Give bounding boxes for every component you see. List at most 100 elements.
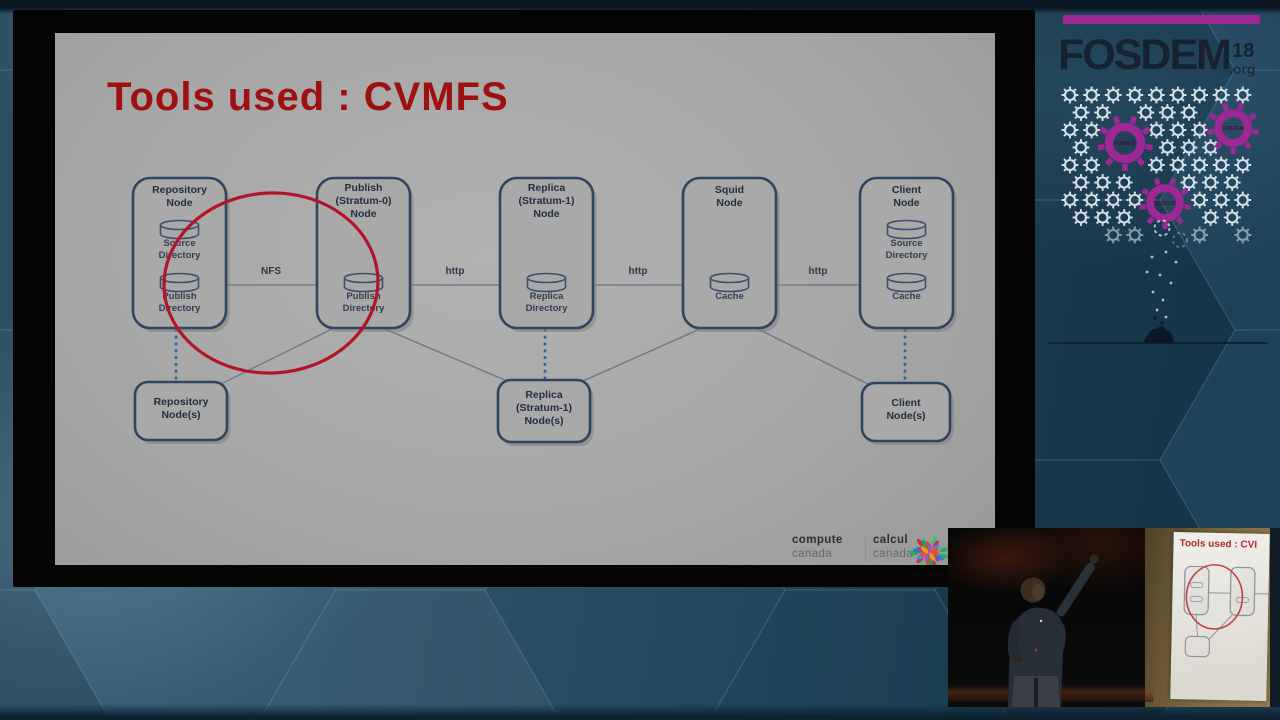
compute-canada-word: calcul (873, 534, 909, 546)
gear-text: FOSDEM (1222, 126, 1243, 132)
gear-icon (1061, 121, 1079, 139)
gear-icon (1212, 86, 1230, 104)
hexagon-tile (0, 589, 111, 720)
gear-icon (1159, 139, 1176, 156)
debris-dot (1151, 290, 1155, 294)
fosdem-gear-icon: FOSDEM (1096, 115, 1154, 171)
gear-icon (1169, 121, 1187, 139)
gear-text: FOSDEM (1154, 201, 1175, 207)
node-title-line: Replica (525, 389, 563, 401)
gear-icon (1180, 139, 1198, 156)
gear-icon (1148, 86, 1165, 104)
gear-text: FOSDEM (1114, 141, 1135, 147)
gear-icon (1180, 104, 1198, 121)
gear-icon (1104, 226, 1122, 244)
red-circle-annotation (162, 191, 380, 375)
node-item-label: Replica (530, 291, 565, 302)
gear-icon (1126, 191, 1144, 209)
compute-canada-starburst-icon (909, 536, 949, 565)
gear-icon (1180, 174, 1198, 191)
fosdem-gear-icon: FOSDEM (1138, 177, 1192, 230)
lapel-mic-icon (1039, 619, 1043, 623)
projected-slide-diagram (1183, 564, 1269, 658)
debris-dot (1150, 255, 1154, 259)
debris-dot (1153, 316, 1157, 320)
gear-icon (1169, 156, 1187, 174)
debris-dot (1169, 281, 1173, 285)
starburst-petal (935, 554, 944, 561)
node-title-line: (Stratum-1) (516, 402, 572, 414)
gear-icon (1061, 86, 1079, 104)
edge-label: http (809, 266, 828, 277)
gear-icon (1061, 191, 1079, 209)
node-title-line: Replica (528, 182, 566, 194)
debris-dot (1161, 298, 1165, 302)
edge-squid-node-replica-nodes (582, 328, 701, 382)
edge-repository-node-publish-node: NFS (226, 266, 317, 286)
mini-red-circle (1185, 564, 1244, 630)
starburst-petal (920, 546, 929, 554)
gear-icon (1126, 86, 1144, 104)
speaker-silhouette (1007, 554, 1099, 707)
gear-icon (1212, 156, 1230, 174)
node-item-label: Directory (159, 303, 201, 314)
debris-dot (1158, 273, 1162, 277)
fosdem-year: 18 (1232, 40, 1255, 62)
node-item-label: Publish (162, 291, 197, 302)
starburst-petal (916, 538, 924, 547)
starburst-petal (927, 543, 932, 553)
compute-canada-logo: compute canada calcul canada (785, 525, 995, 565)
speaker-video-inset: Tools used : CVI (948, 528, 1280, 707)
node-item-label: Cache (715, 291, 744, 302)
node-item-label: Source (890, 238, 922, 249)
node-title-line: Client (892, 184, 922, 196)
gear-icon (1234, 156, 1252, 174)
node-item-label: Cache (892, 291, 921, 302)
node-title-line: (Stratum-0) (335, 195, 391, 207)
gear-icon (1234, 86, 1252, 104)
node-title-line: Repository (154, 396, 209, 408)
starburst-petal (939, 547, 949, 553)
node-item-label: Directory (886, 250, 928, 261)
gear-icon (1191, 121, 1208, 139)
gear-icon (1191, 226, 1208, 244)
edge-publish-node-replica-node: http (410, 266, 500, 286)
node-title-line: (Stratum-1) (518, 195, 574, 207)
gear-icon (1223, 209, 1241, 226)
edge-label: http (629, 266, 648, 277)
gear-icon (1072, 174, 1090, 191)
gear-icon (1072, 104, 1090, 121)
node-title-line: Client (891, 397, 921, 409)
starburst-petal (929, 552, 936, 561)
node-item-label: Publish (346, 291, 381, 302)
edge-publish-node-replica-nodes (384, 328, 508, 382)
starburst-petal (931, 560, 938, 565)
fosdem-accent-bar (1063, 15, 1260, 24)
edge-squid-node-client-node: http (776, 266, 860, 286)
node-title-line: Node (533, 208, 559, 220)
hexagon-tile (709, 589, 1011, 720)
compute-canada-word: canada (873, 548, 914, 560)
gear-icon (1094, 104, 1111, 121)
compute-canada-word: canada (792, 548, 833, 560)
gear-icon (1191, 191, 1208, 209)
node-item-label: Directory (159, 250, 201, 261)
node-title-line: Node (166, 197, 192, 209)
node-title-line: Node(s) (886, 410, 925, 422)
gear-icon (1061, 156, 1079, 174)
gear-icon (1191, 86, 1208, 104)
edge-squid-node-client-nodes (757, 328, 869, 385)
debris-dot (1164, 315, 1168, 319)
fosdem-tld: .org (1229, 61, 1256, 77)
node-replica-nodes: Replica(Stratum-1)Node(s) (496, 378, 594, 446)
edge-label: NFS (261, 266, 281, 277)
gear-icon (1104, 191, 1122, 209)
fosdem-logo-text: FOSDEM (1058, 31, 1232, 79)
